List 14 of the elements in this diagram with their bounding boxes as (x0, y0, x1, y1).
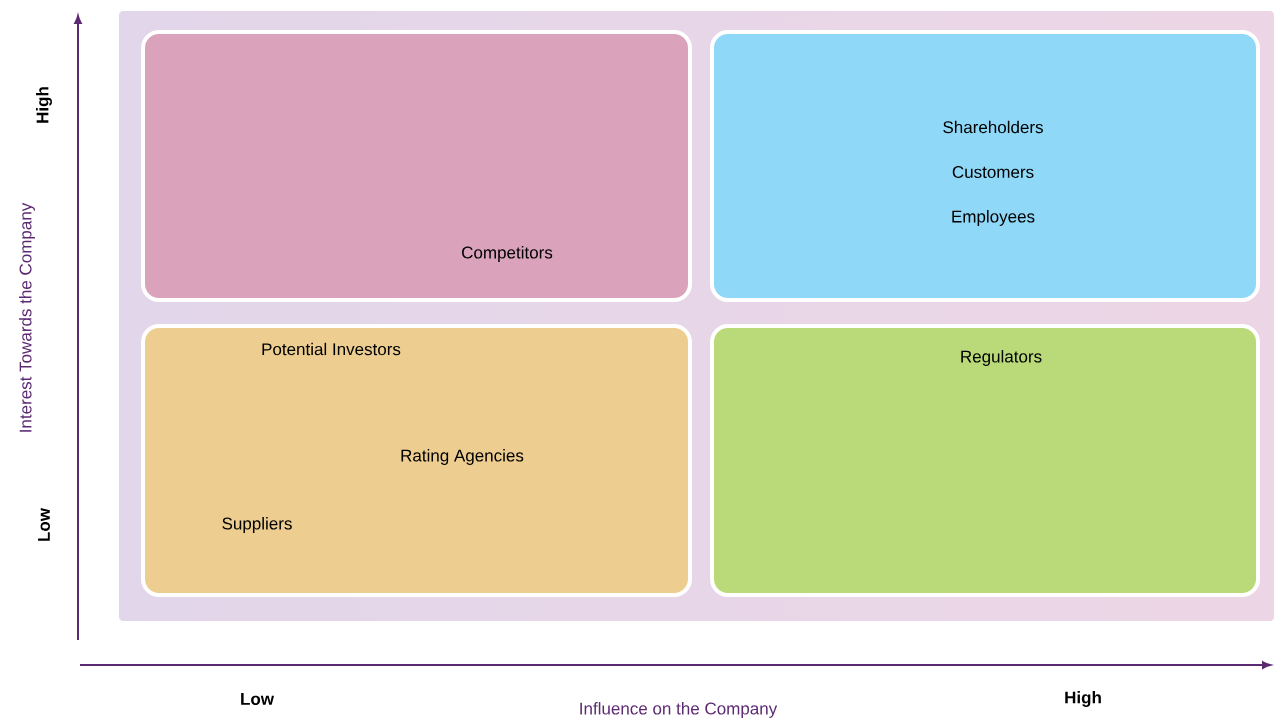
stakeholder-label: Shareholders (943, 120, 1043, 134)
stakeholder-label: Potential Investors (262, 342, 401, 356)
axis-level-label: High (36, 87, 52, 123)
axis-level-label: Low (38, 508, 50, 541)
axis-title: Interest Towards the Company (19, 202, 35, 432)
stakeholder-label: Rating Agencies (401, 449, 524, 465)
stakeholder-label: Customers (952, 166, 1034, 179)
axis-level-label: High (1065, 691, 1101, 707)
stakeholder-label: Suppliers (222, 517, 292, 533)
axis-title: Influence on the Company (580, 702, 778, 718)
axis-level-label: Low (241, 693, 275, 705)
stakeholder-label: Employees (952, 210, 1035, 226)
stakeholder-label: Regulators (961, 350, 1042, 366)
stakeholder-label: Competitors (462, 246, 553, 262)
